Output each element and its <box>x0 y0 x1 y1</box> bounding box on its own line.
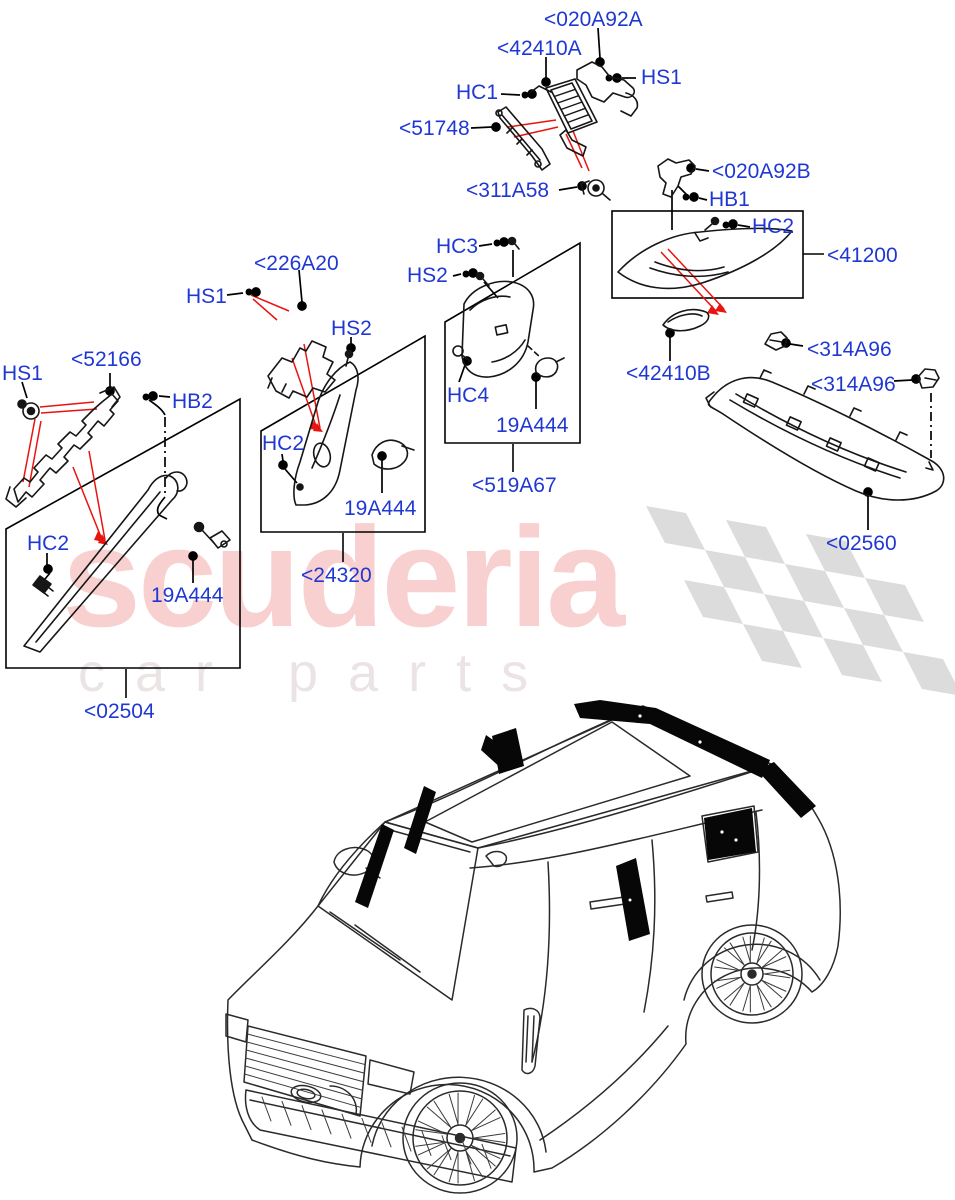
part-label-HC2-right[interactable]: HC2 <box>752 215 795 238</box>
part-label-HC3[interactable]: HC3 <box>436 235 479 258</box>
vehicle-illustration <box>225 700 841 1194</box>
callout-boxes <box>5 210 824 698</box>
callout-box-02504 <box>5 397 241 669</box>
part-trim-24320 <box>293 361 359 506</box>
part-trim-42410B <box>662 308 710 332</box>
part-label-314A96-a[interactable]: <314A96 <box>807 338 892 361</box>
part-panel-41200 <box>617 227 793 290</box>
part-label-HS2-mid[interactable]: HS2 <box>331 317 372 340</box>
leader-lines <box>21 27 932 583</box>
part-label-020A92A[interactable]: <020A92A <box>544 8 643 31</box>
watermark-tagline: car parts <box>78 643 559 703</box>
callout-box-519A67 <box>444 241 581 444</box>
part-label-311A58[interactable]: <311A58 <box>466 179 550 202</box>
part-label-HC1[interactable]: HC1 <box>456 81 499 104</box>
part-label-226A20[interactable]: <226A20 <box>254 252 339 275</box>
highlighted-trim-pieces <box>355 700 816 941</box>
part-glyphs <box>5 61 945 653</box>
part-label-24320[interactable]: <24320 <box>301 564 372 587</box>
part-label-02560[interactable]: <02560 <box>826 532 897 555</box>
part-label-HC2-mid[interactable]: HC2 <box>262 432 305 455</box>
part-label-52166[interactable]: <52166 <box>71 348 142 371</box>
part-label-42410A[interactable]: <42410A <box>497 37 582 60</box>
part-panel-02560 <box>705 369 945 501</box>
trim-speckles <box>628 714 738 902</box>
part-label-19A444-m[interactable]: 19A444 <box>344 497 417 520</box>
part-label-42410B[interactable]: <42410B <box>626 362 711 385</box>
callout-box-24320 <box>260 334 426 533</box>
part-label-HB2[interactable]: HB2 <box>172 390 213 413</box>
part-label-HS2-right[interactable]: HS2 <box>407 264 448 287</box>
screw-HS2-mid <box>344 349 354 367</box>
part-trim-519A67 <box>461 280 542 378</box>
part-clip-314A96-b <box>917 368 940 471</box>
part-label-51748[interactable]: <51748 <box>399 117 470 140</box>
part-label-19A444-c[interactable]: 19A444 <box>496 414 569 437</box>
screw-HS2-right <box>475 271 490 287</box>
part-clip-HC4 <box>452 345 471 362</box>
part-clip-311A58 <box>580 179 611 201</box>
part-label-020A92B[interactable]: <020A92B <box>712 160 811 183</box>
part-label-314A96-b[interactable]: <314A96 <box>811 373 896 396</box>
part-label-HC4[interactable]: HC4 <box>447 384 490 407</box>
part-bracket-226A20 <box>267 340 336 399</box>
part-label-HS1-left[interactable]: HS1 <box>2 362 43 385</box>
watermark-brand: scuderia <box>62 498 625 657</box>
part-label-41200[interactable]: <41200 <box>827 244 898 267</box>
part-bracket-51748 <box>495 106 551 171</box>
part-label-HB1[interactable]: HB1 <box>709 188 750 211</box>
part-label-519A67[interactable]: <519A67 <box>472 474 557 497</box>
part-label-02504[interactable]: <02504 <box>84 700 155 723</box>
part-label-HS1-mid[interactable]: HS1 <box>186 285 227 308</box>
part-clip-314A96-a <box>764 331 788 351</box>
part-label-HC2-left[interactable]: HC2 <box>27 532 70 555</box>
part-clip-19A444-c <box>534 357 565 378</box>
part-bracket-020A92B <box>657 158 696 198</box>
part-bracket-020A92A <box>576 61 639 117</box>
checkered-flag-watermark <box>646 506 955 695</box>
screw-HC3 <box>507 236 520 250</box>
part-trim-02504 <box>23 471 188 653</box>
part-bolt-19A444-left <box>193 521 231 549</box>
part-clip-19A444-mid <box>371 439 415 470</box>
part-trim-42410A <box>530 78 598 157</box>
highlight-lines <box>22 119 725 541</box>
screw-HC2-right <box>704 216 720 231</box>
part-rail-52166 <box>5 386 121 508</box>
part-label-HS1-top[interactable]: HS1 <box>641 66 682 89</box>
screw-HS1-left <box>17 399 40 420</box>
part-label-19A444-l[interactable]: 19A444 <box>151 584 224 607</box>
screw-HC2-left <box>32 575 54 597</box>
